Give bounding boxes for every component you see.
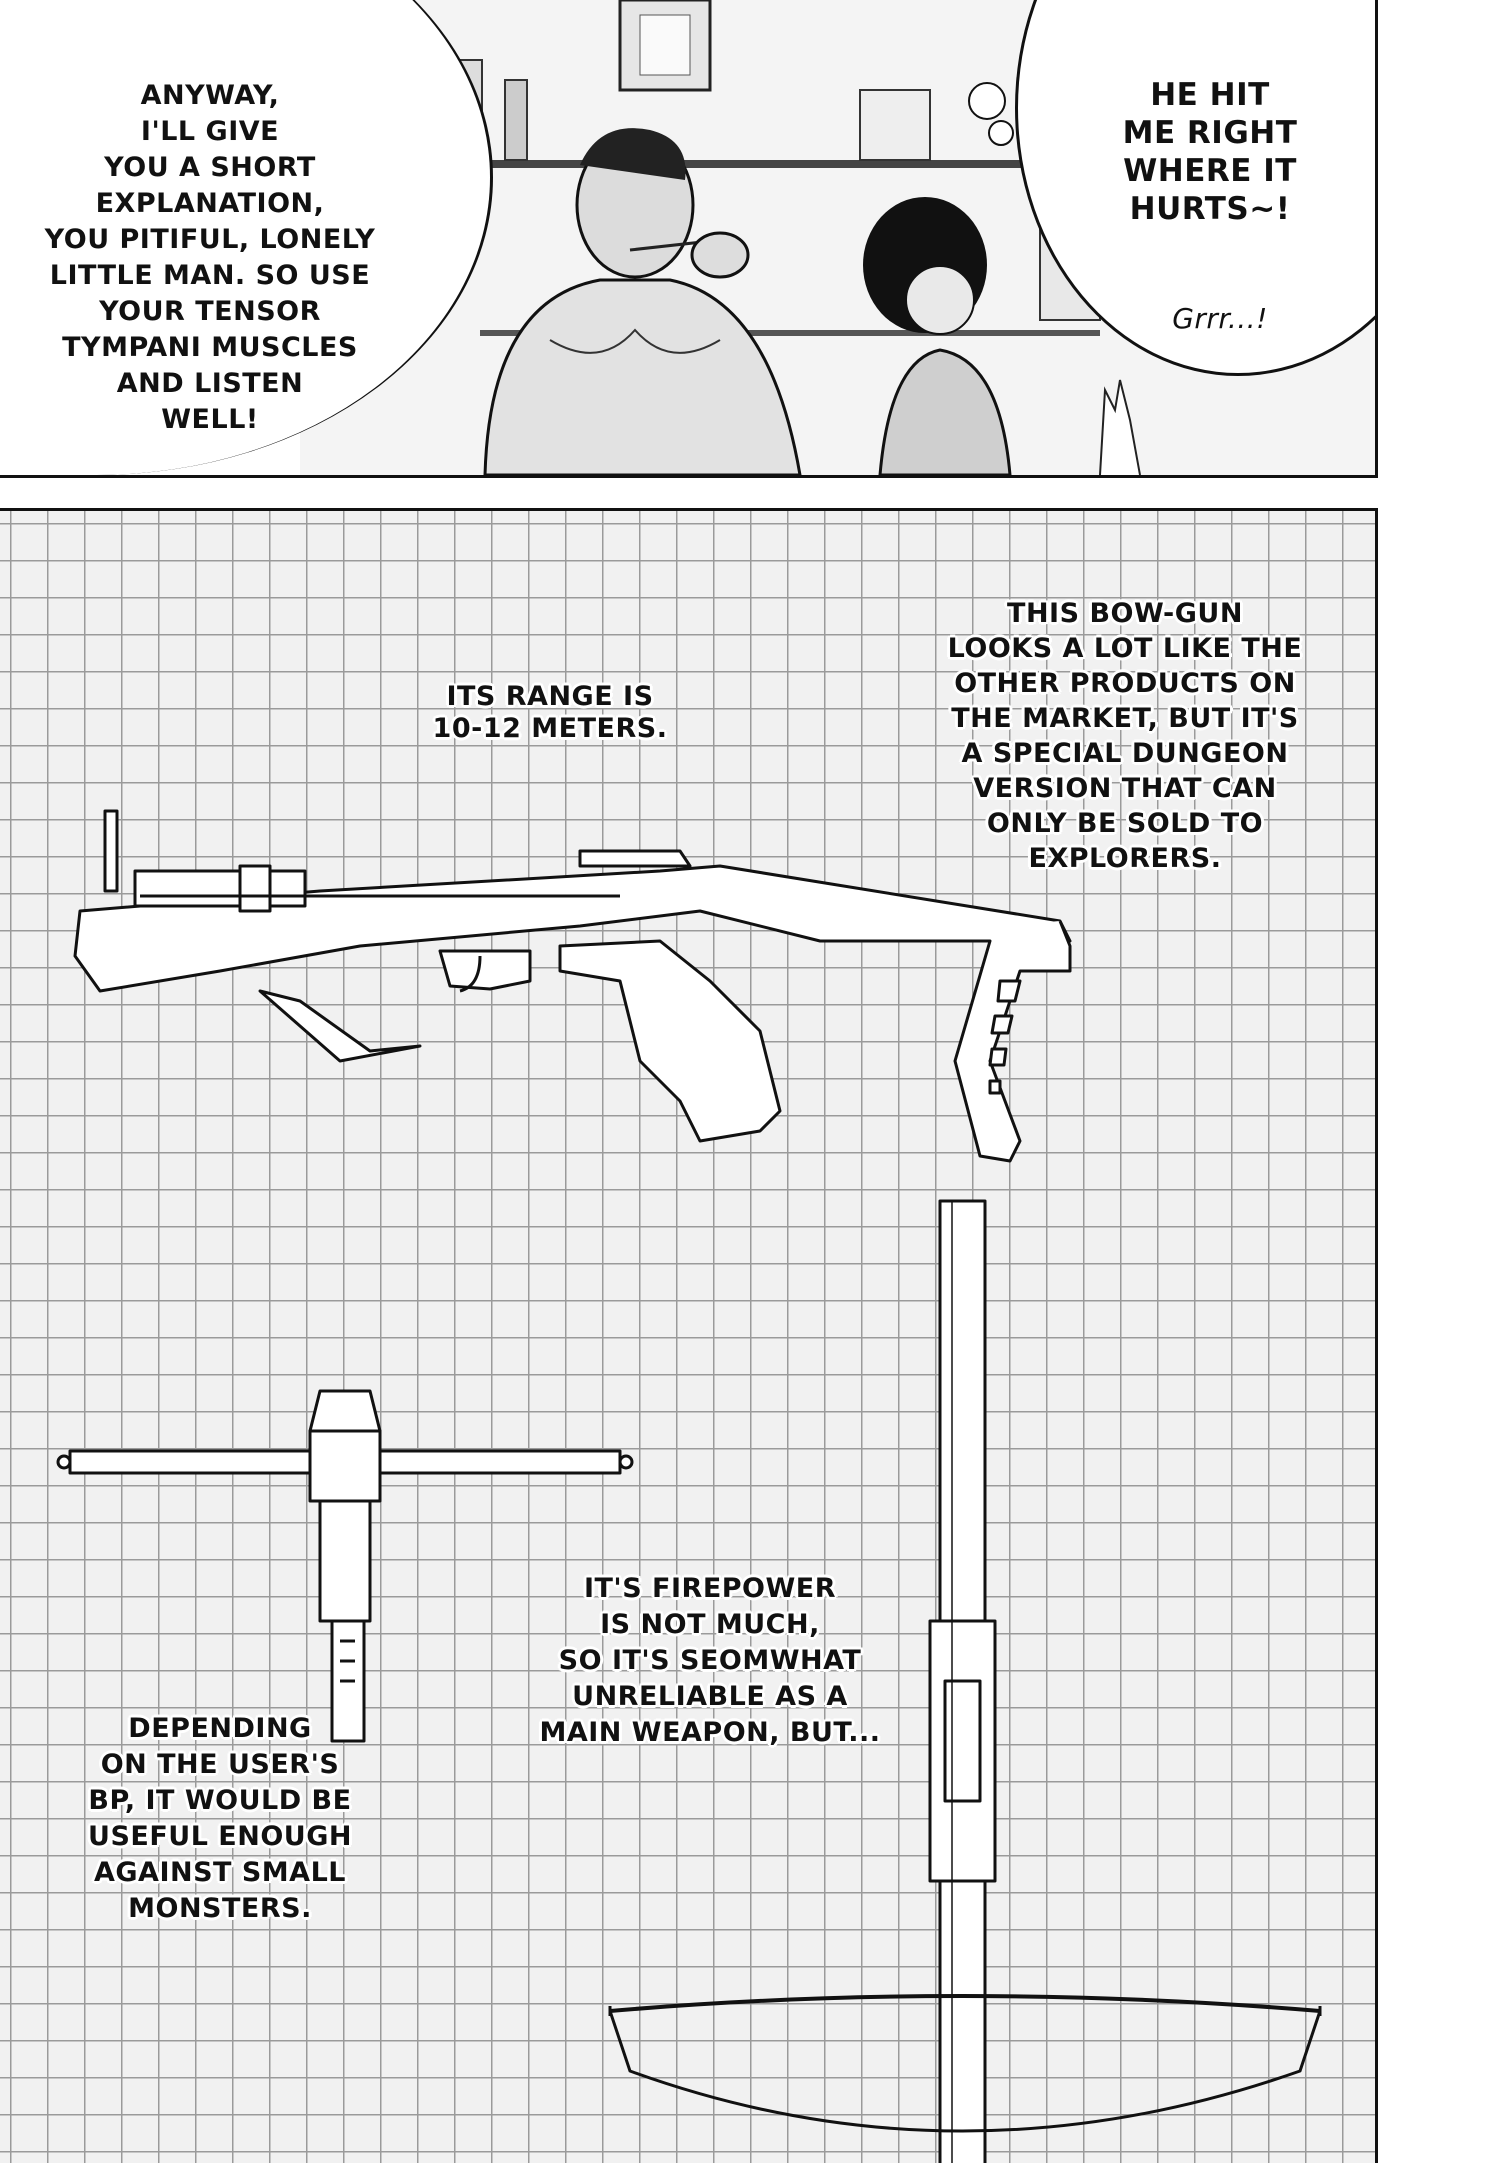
top-panel: He hit me right where it hurts~! Grrr...… bbox=[0, 0, 1378, 478]
crossbow-side-view-drawing bbox=[73, 809, 1072, 1163]
crossbow-top-view-drawing bbox=[56, 1389, 634, 1743]
caption-depending: Depending on the user's BP, it would be … bbox=[88, 1713, 352, 1924]
thought-bubble-medium bbox=[988, 120, 1014, 146]
speech-text-he-hit: He hit me right where it hurts~! bbox=[1122, 77, 1298, 227]
sfx-grrr: Grrr...! bbox=[1172, 302, 1268, 335]
blueprint-panel: Its range is 10-12 meters. This bow-gun … bbox=[0, 508, 1378, 2163]
caption-product: This bow-gun looks a lot like the other … bbox=[947, 598, 1303, 874]
speech-text-anyway: Anyway, I'll give you a short explanatio… bbox=[44, 80, 376, 435]
crossbow-front-view-drawing bbox=[608, 1199, 1322, 2163]
thought-bubble-small bbox=[968, 82, 1006, 120]
caption-range: Its range is 10-12 meters. bbox=[432, 681, 668, 744]
caption-firepower: It's firepower is not much, so it's seom… bbox=[539, 1573, 881, 1748]
